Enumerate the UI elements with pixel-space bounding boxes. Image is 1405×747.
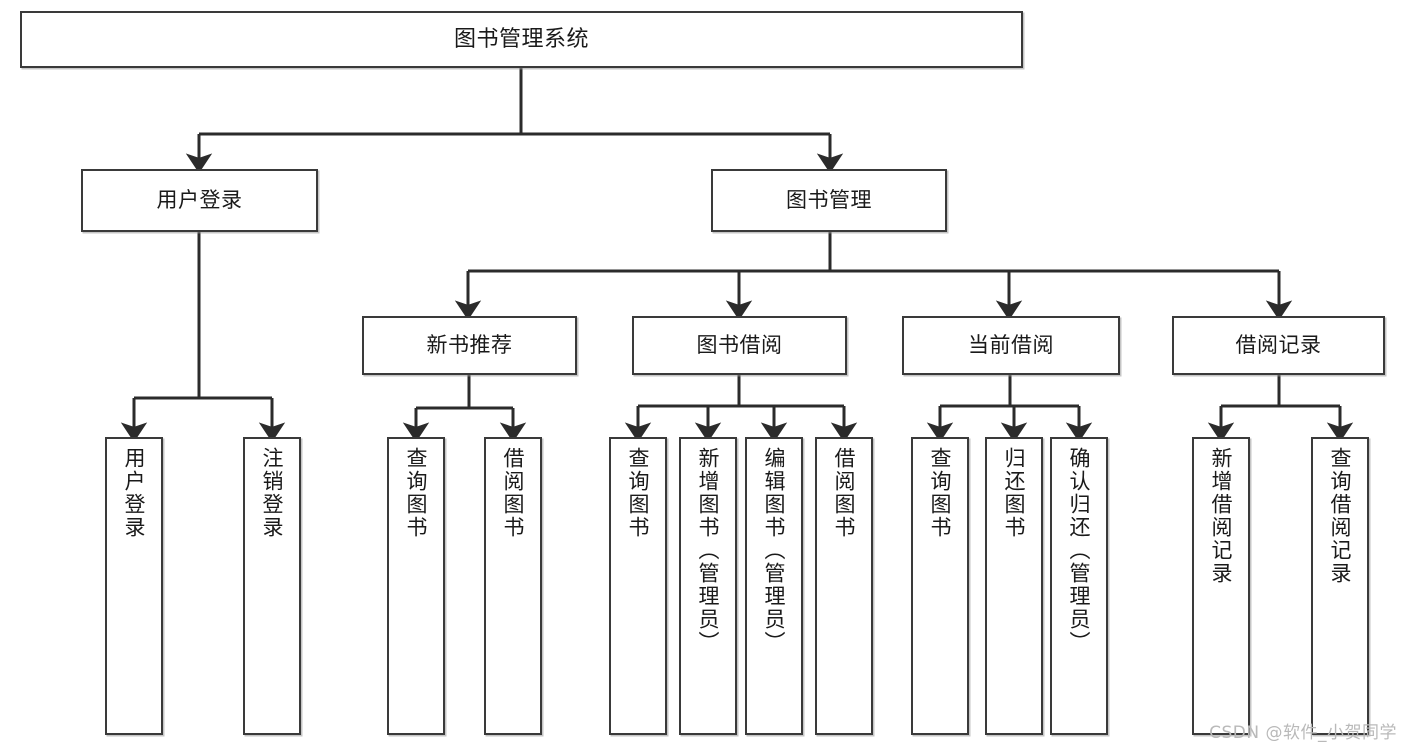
node-current-borrow[interactable]: 当前借阅: [902, 316, 1120, 375]
node-new-book-rec[interactable]: 新书推荐: [362, 316, 577, 375]
node-user-login[interactable]: 用户登录: [81, 169, 318, 232]
node-leaf-query-book-borrow-label: 查询图书: [626, 447, 651, 539]
node-leaf-user-login[interactable]: 用户登录: [105, 437, 163, 735]
node-leaf-confirm-return[interactable]: 确认归还（管理员）: [1050, 437, 1108, 735]
node-leaf-user-login-label: 用户登录: [122, 447, 147, 539]
node-leaf-borrow-book-rec-label: 借阅图书: [501, 447, 526, 539]
node-leaf-user-logout[interactable]: 注销登录: [243, 437, 301, 735]
node-leaf-query-book-rec[interactable]: 查询图书: [387, 437, 445, 735]
node-leaf-return-book-label: 归还图书: [1002, 447, 1027, 539]
node-leaf-edit-book[interactable]: 编辑图书（管理员）: [745, 437, 803, 735]
node-borrow-record-label: 借阅记录: [1235, 333, 1322, 358]
node-leaf-query-book-borrow[interactable]: 查询图书: [609, 437, 667, 735]
node-leaf-borrow-book-rec[interactable]: 借阅图书: [484, 437, 542, 735]
node-leaf-borrow-book[interactable]: 借阅图书: [815, 437, 873, 735]
node-leaf-borrow-book-label: 借阅图书: [832, 447, 857, 539]
node-current-borrow-label: 当前借阅: [968, 333, 1054, 358]
node-leaf-confirm-return-label: 确认归还（管理员）: [1067, 447, 1092, 654]
node-leaf-query-book-current-label: 查询图书: [928, 447, 953, 539]
node-leaf-add-book[interactable]: 新增图书（管理员）: [679, 437, 737, 735]
node-leaf-add-borrow-record[interactable]: 新增借阅记录: [1192, 437, 1250, 735]
node-borrow-record[interactable]: 借阅记录: [1172, 316, 1385, 375]
node-leaf-edit-book-label: 编辑图书（管理员）: [762, 447, 787, 654]
node-root[interactable]: 图书管理系统: [20, 11, 1023, 68]
node-leaf-add-book-label: 新增图书（管理员）: [696, 447, 721, 654]
node-leaf-query-borrow-record-label: 查询借阅记录: [1328, 447, 1353, 585]
node-book-borrow-label: 图书借阅: [696, 333, 783, 358]
watermark: CSDN @软件_小贺同学: [1209, 723, 1397, 743]
node-book-manage-label: 图书管理: [786, 188, 872, 213]
node-new-book-rec-label: 新书推荐: [426, 333, 513, 358]
node-leaf-return-book[interactable]: 归还图书: [985, 437, 1043, 735]
node-user-login-label: 用户登录: [156, 188, 243, 213]
node-book-manage[interactable]: 图书管理: [711, 169, 947, 232]
node-leaf-user-logout-label: 注销登录: [260, 447, 285, 539]
node-book-borrow[interactable]: 图书借阅: [632, 316, 847, 375]
node-leaf-add-borrow-record-label: 新增借阅记录: [1209, 447, 1234, 585]
node-leaf-query-book-rec-label: 查询图书: [404, 447, 429, 539]
node-leaf-query-borrow-record[interactable]: 查询借阅记录: [1311, 437, 1369, 735]
node-leaf-query-book-current[interactable]: 查询图书: [911, 437, 969, 735]
node-root-label: 图书管理系统: [453, 26, 589, 52]
